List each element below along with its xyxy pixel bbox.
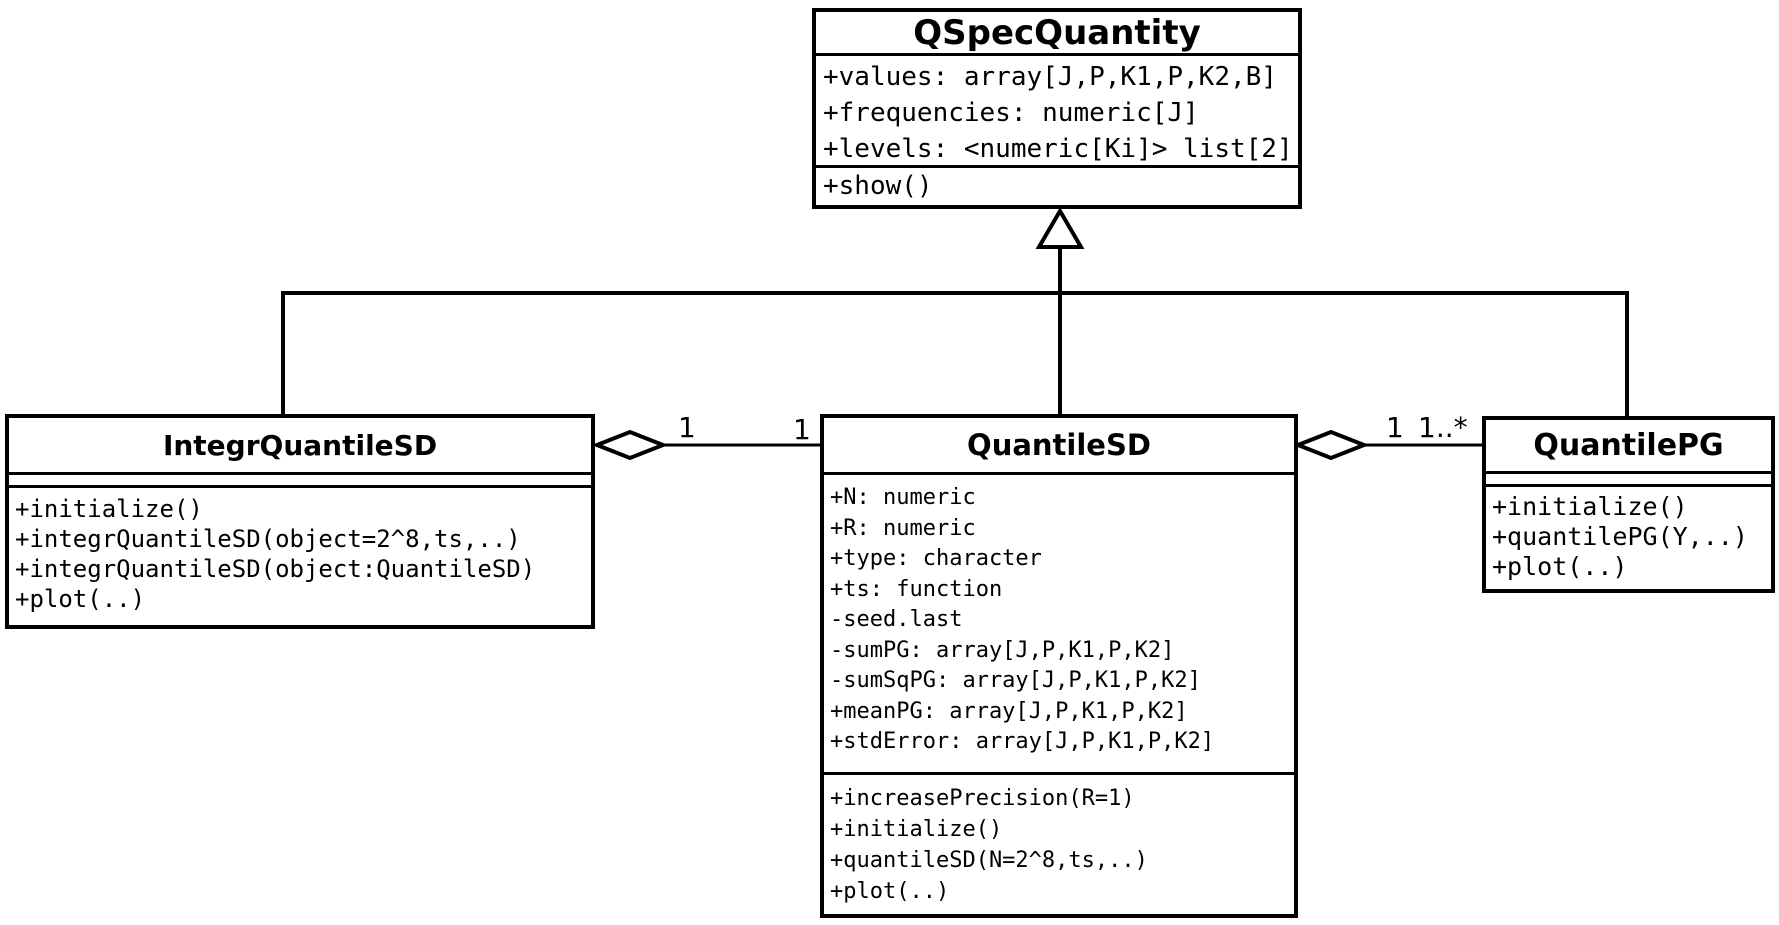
attribute-line: -sumSqPG: array[J,P,K1,P,K2] [830,668,1201,693]
multiplicity-label: 1 [1386,411,1404,444]
class-title: QuantilePG [1486,420,1771,474]
aggregation-diamond-icon [1292,429,1370,461]
class-title: QSpecQuantity [816,12,1298,56]
method-line: +initialize() [1492,492,1688,521]
multiplicity-label: 1 [793,413,811,446]
attributes-compartment: +values: array[J,P,K1,P,K2,B] +frequenci… [816,56,1298,168]
class-box-qspecquantity: QSpecQuantity +values: array[J,P,K1,P,K2… [812,8,1302,209]
method-line: +initialize() [15,495,203,523]
attribute-line: +ts: function [830,576,1003,602]
methods-compartment: +initialize() +quantilePG(Y,..) +plot(..… [1486,487,1771,589]
class-title: IntegrQuantileSD [9,418,591,475]
method-line: +integrQuantileSD(object=2^8,ts,..) [15,525,521,553]
attribute-line: -seed.last [830,607,963,632]
method-line: +plot(..) [15,585,146,613]
aggregation-diamond-icon [591,429,669,461]
attribute-line: +N: numeric [830,485,976,510]
method-line: +initialize() [830,817,1003,842]
method-line: +integrQuantileSD(object:QuantileSD) [15,555,536,583]
multiplicity-label: 1 [678,411,696,444]
method-line: +quantilePG(Y,..) [1492,522,1748,551]
method-line: +plot(..) [1492,552,1628,581]
attribute-line: +values: array[J,P,K1,P,K2,B] [823,62,1277,92]
attribute-line: +levels: <numeric[Ki]> list[2] [823,134,1293,164]
attribute-line: +meanPG: array[J,P,K1,P,K2] [830,698,1188,724]
attribute-line: +R: numeric [830,515,976,541]
attribute-line: +type: character [830,546,1042,571]
class-box-quantilepg: QuantilePG +initialize() +quantilePG(Y,.… [1482,416,1775,593]
method-line: +quantileSD(N=2^8,ts,..) [830,848,1148,873]
attribute-line: +stdError: array[J,P,K1,P,K2] [830,729,1215,754]
method-line: +show() [823,171,933,201]
attributes-compartment: +N: numeric +R: numeric +type: character… [824,475,1294,775]
attributes-compartment-empty [1486,474,1771,487]
inheritance-triangle-icon [1035,207,1085,249]
attributes-compartment-empty [9,475,591,488]
multiplicity-label: 1..* [1418,411,1468,444]
methods-compartment: +increasePrecision(R=1) +initialize() +q… [824,775,1294,914]
class-box-integrquantilesd: IntegrQuantileSD +initialize() +integrQu… [5,414,595,629]
class-title: QuantileSD [824,418,1294,475]
attribute-line: +frequencies: numeric[J] [823,98,1199,128]
methods-compartment: +show() [816,168,1298,205]
attribute-line: -sumPG: array[J,P,K1,P,K2] [830,637,1175,663]
method-line: +increasePrecision(R=1) [830,786,1135,811]
class-box-quantilesd: QuantileSD +N: numeric +R: numeric +type… [820,414,1298,918]
methods-compartment: +initialize() +integrQuantileSD(object=2… [9,488,591,625]
method-line: +plot(..) [830,879,950,904]
